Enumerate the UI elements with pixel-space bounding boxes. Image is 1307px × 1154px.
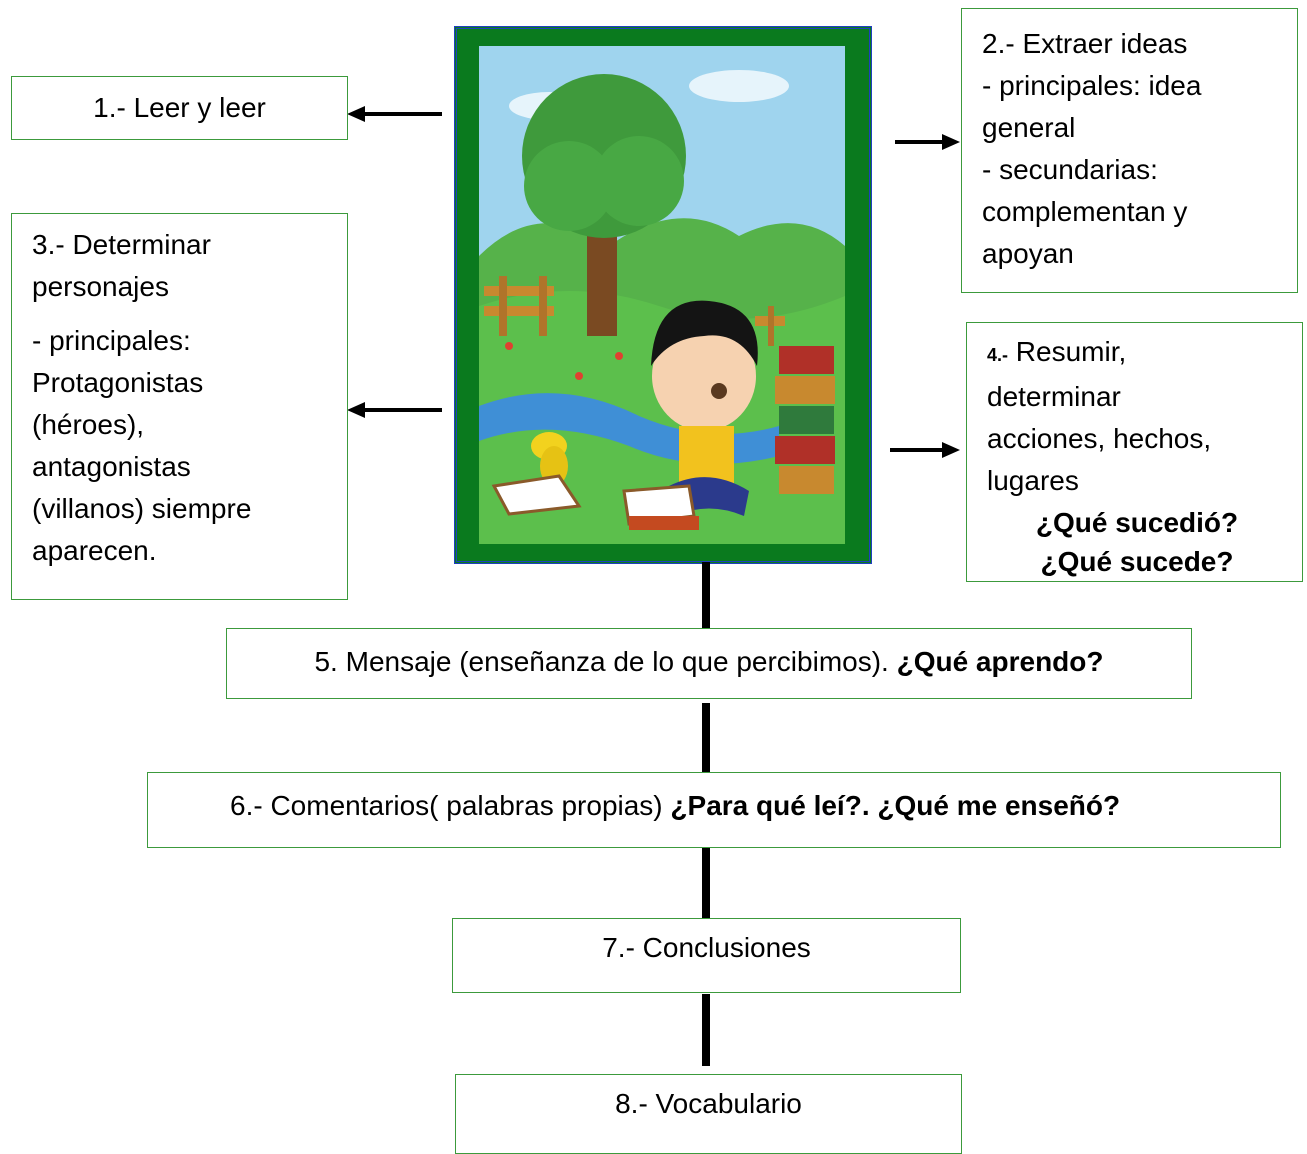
illustration-frame — [454, 26, 872, 564]
step-3-line-1: 3.- Determinar — [32, 229, 211, 260]
step-6-box: 6.- Comentarios( palabras propias) ¿Para… — [147, 772, 1281, 848]
step-3-line-4: Protagonistas — [32, 367, 204, 398]
step-2-line-6: apoyan — [982, 238, 1074, 269]
step-8-box: 8.- Vocabulario — [455, 1074, 962, 1154]
step-5-box: 5. Mensaje (enseñanza de lo que percibim… — [226, 628, 1192, 699]
boy-reading-illustration — [479, 46, 845, 544]
step-1-text: 1.- Leer y leer — [93, 92, 266, 123]
step-7-box: 7.- Conclusiones — [452, 918, 961, 993]
arrow-to-step-2 — [895, 134, 960, 150]
step-4-title: Resumir, — [1008, 336, 1127, 367]
connector-line-top — [702, 562, 710, 628]
arrow-to-step-3 — [347, 402, 442, 418]
step-6-question: ¿Para qué leí?. ¿Qué me enseñó? — [670, 790, 1121, 821]
arrow-to-step-1 — [347, 106, 442, 122]
step-5-question: ¿Qué aprendo? — [896, 646, 1104, 677]
step-3-line-5: (héroes), — [32, 409, 145, 440]
step-6-text: 6.- Comentarios( palabras propias) ¿Para… — [148, 785, 1280, 827]
step-3-line-3: - principales: — [32, 325, 191, 356]
step-4-question-1: ¿Qué sucedió? — [1035, 507, 1239, 538]
arrow-to-step-4 — [890, 442, 960, 458]
step-4-line-2: determinar — [987, 381, 1121, 412]
step-3-line-2: personajes — [32, 271, 169, 302]
step-4-number: 4.- — [987, 345, 1009, 365]
step-7-text: 7.- Conclusiones — [602, 932, 811, 963]
step-1-box: 1.- Leer y leer — [11, 76, 348, 140]
step-4-box: 4.- Resumir, determinar acciones, hechos… — [966, 322, 1303, 582]
step-3-line-8: aparecen. — [32, 535, 157, 566]
step-2-line-2: - principales: idea — [982, 70, 1202, 101]
step-2-line-4: - secundarias: — [982, 154, 1158, 185]
step-2-line-3: general — [982, 112, 1076, 143]
connector-line-5-6 — [702, 703, 710, 775]
step-3-box: 3.- Determinar personajes - principales:… — [11, 213, 348, 600]
step-4-line-1: 4.- Resumir, — [987, 331, 1302, 376]
step-3-line-7: (villanos) siempre — [32, 493, 252, 524]
step-2-box: 2.- Extraer ideas - principales: idea ge… — [961, 8, 1298, 293]
connector-line-6-7 — [702, 848, 710, 918]
step-2-line-1: 2.- Extraer ideas — [982, 28, 1188, 59]
step-5-label: 5. Mensaje (enseñanza de lo que percibim… — [314, 646, 897, 677]
step-3-line-6: antagonistas — [32, 451, 191, 482]
connector-line-7-8 — [702, 994, 710, 1066]
step-4-line-4: lugares — [987, 465, 1079, 496]
step-5-text: 5. Mensaje (enseñanza de lo que percibim… — [227, 641, 1191, 683]
step-6-label: 6.- Comentarios( palabras propias) — [230, 790, 671, 821]
step-4-line-3: acciones, hechos, — [987, 423, 1212, 454]
step-4-question-2: ¿Qué sucede? — [1040, 546, 1234, 577]
step-2-line-5: complementan y — [982, 196, 1188, 227]
step-8-text: 8.- Vocabulario — [615, 1088, 802, 1119]
